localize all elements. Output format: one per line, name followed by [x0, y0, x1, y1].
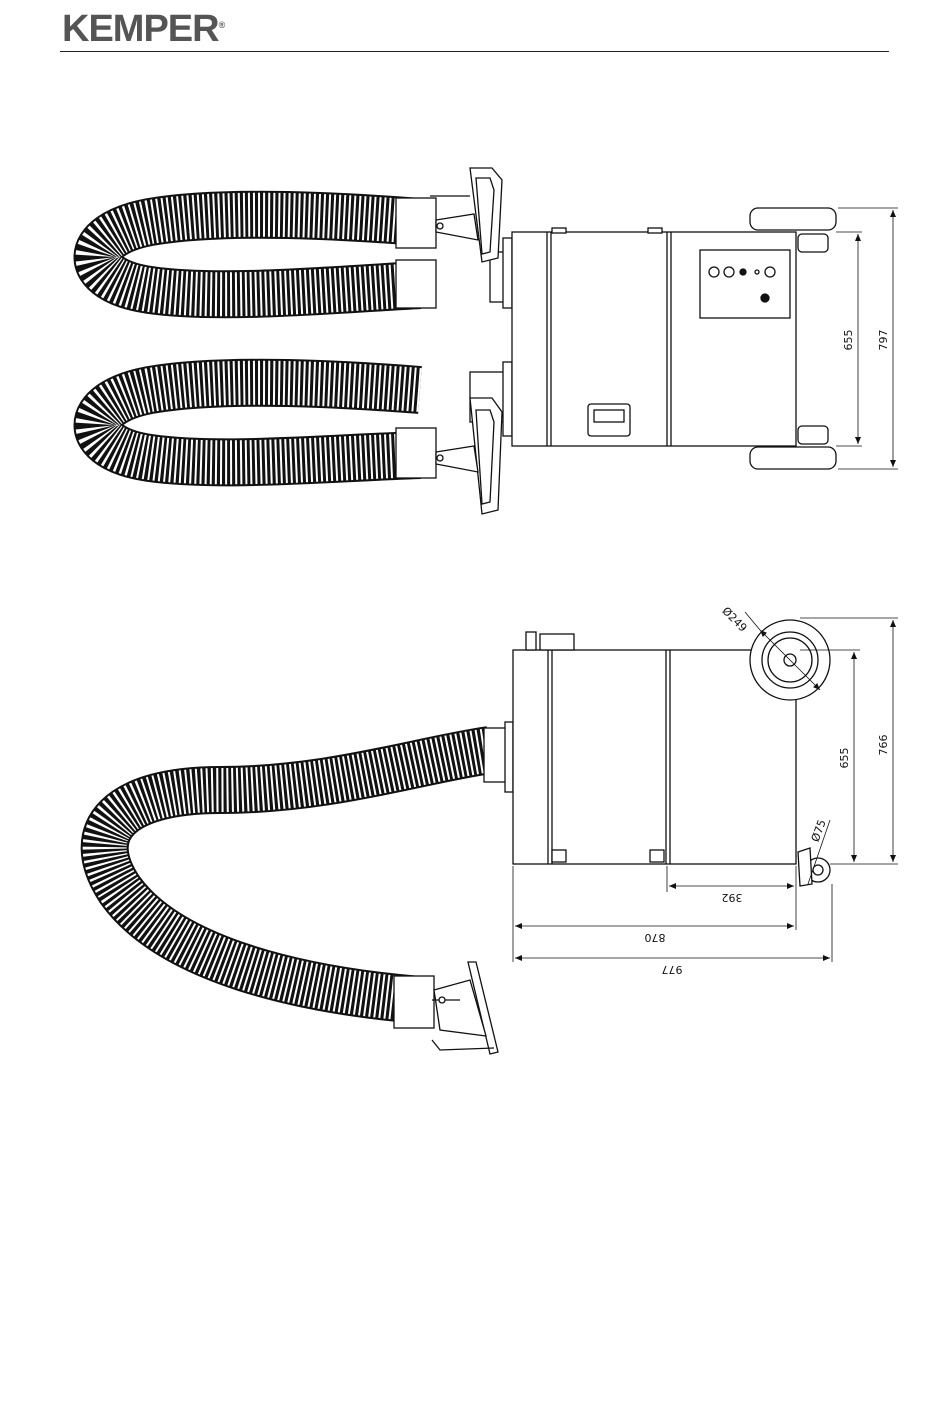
- lower-hood: [436, 398, 502, 514]
- dim-977: 977: [662, 963, 683, 976]
- wheel-top: [750, 208, 836, 230]
- dim-caster-diameter: Ø75: [809, 818, 829, 844]
- dim-870: 870: [645, 931, 666, 944]
- upper-flange: [503, 238, 512, 308]
- control-panel: [700, 250, 790, 318]
- upper-hood: [430, 168, 502, 262]
- side-hood: [432, 962, 498, 1054]
- side-view: [105, 612, 898, 1054]
- dim-top-655: 655: [842, 330, 855, 351]
- dim-side-766: 766: [877, 735, 890, 756]
- caster-bottom: [798, 426, 828, 444]
- side-hose: [105, 728, 510, 1028]
- caster-top: [798, 234, 828, 252]
- lower-flange: [503, 362, 512, 436]
- wheel-bottom: [750, 447, 836, 469]
- upper-hose: [98, 198, 513, 308]
- housing-side-view: [513, 650, 796, 864]
- dim-wheel-diameter: Ø249: [719, 604, 749, 634]
- dim-top-797: 797: [877, 330, 890, 351]
- dim-392: 392: [722, 891, 743, 904]
- dim-side-655: 655: [838, 748, 851, 769]
- top-view: [98, 168, 899, 514]
